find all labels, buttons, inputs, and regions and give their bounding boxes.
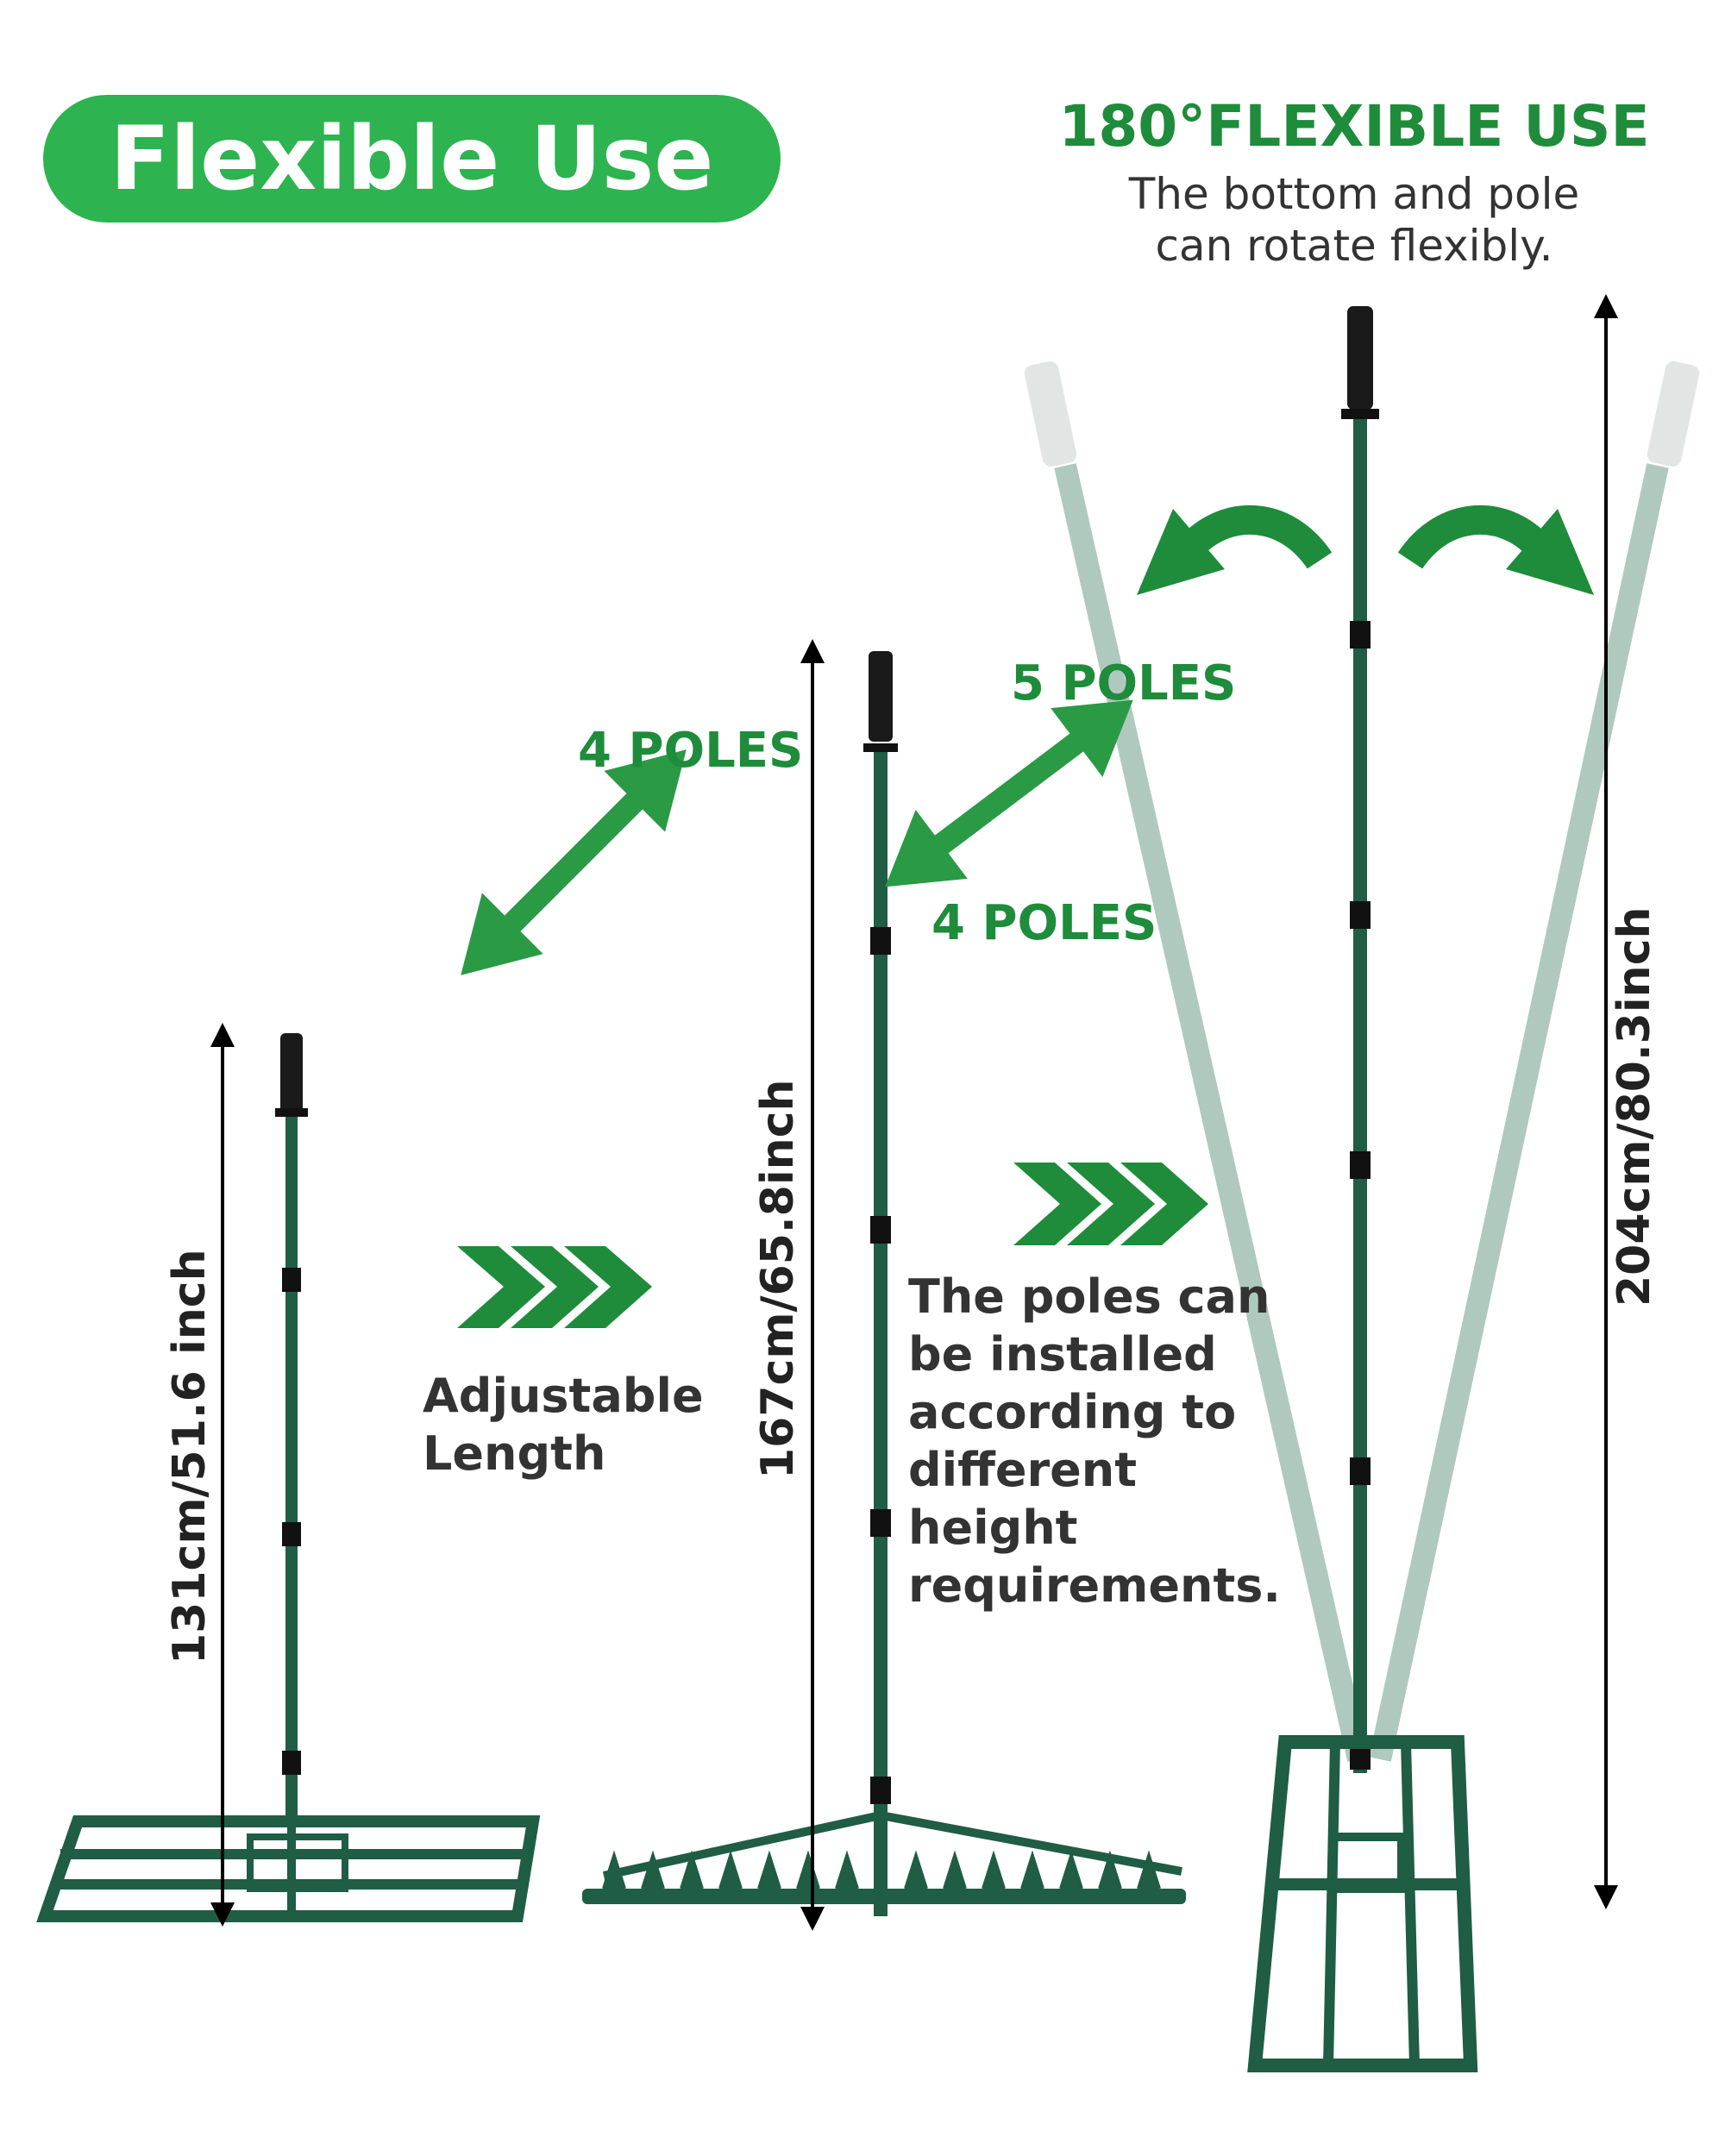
label-four-poles-right: 4 POLES [932, 895, 1157, 951]
base-bar [1401, 1741, 1420, 2066]
chevrons-install-icon [1013, 1163, 1208, 1245]
install-line4: different height [908, 1443, 1138, 1555]
grip-collar [863, 743, 898, 752]
pole-joint [870, 1216, 891, 1244]
rotation-subtitle-line1: The bottom and pole [1128, 169, 1580, 219]
install-line3: according to [908, 1385, 1237, 1439]
pole-joint [282, 1268, 301, 1292]
install-line5: requirements. [908, 1558, 1281, 1613]
handle-grip-icon [280, 1033, 303, 1115]
chevrons-adjustable-icon [457, 1246, 652, 1328]
rake-tines [602, 1850, 1161, 1890]
flexible-use-badge: Flexible Use [43, 95, 781, 222]
grip-collar [275, 1108, 308, 1117]
grip-collar [1341, 409, 1379, 419]
base-bar [1323, 1741, 1340, 2066]
pole [1353, 419, 1367, 1773]
install-line2: be installed [908, 1327, 1217, 1382]
adjustable-line2: Length [423, 1426, 606, 1481]
pole-joint [1350, 621, 1371, 649]
label-four-poles-left: 4 POLES [578, 723, 804, 779]
install-note-text: The poles can be installed according to … [908, 1268, 1288, 1614]
ghost-pole [1054, 463, 1370, 1762]
rake-bar [582, 1889, 1186, 1904]
rotation-subtitle-line2: can rotate flexibly. [1155, 221, 1553, 271]
rake-tool [582, 651, 1186, 1916]
pole-joint [1350, 1457, 1371, 1485]
label-five-poles: 5 POLES [1011, 655, 1237, 711]
rotation-subtitle: The bottom and pole can rotate flexibly. [1035, 168, 1673, 272]
adjustable-length-text: Adjustable Length [423, 1367, 704, 1482]
rotate-left-arrow-icon [1137, 505, 1333, 595]
pole-joint [870, 1509, 891, 1537]
install-line1: The poles can [908, 1269, 1270, 1324]
pole-joint [870, 1777, 891, 1804]
pole-joint [1350, 901, 1371, 929]
mount-bracket [1328, 1833, 1406, 1893]
measurement-tall: 204cm/80.3inch [1609, 906, 1660, 1307]
ghost-grip [1024, 361, 1077, 467]
pole [285, 1117, 298, 1815]
pole-joint [1350, 1151, 1371, 1179]
pole [874, 752, 888, 1916]
adjustable-line1: Adjustable [423, 1369, 704, 1423]
measurement-medium: 167cm/65.8inch [752, 1079, 804, 1479]
leveler-base [1247, 1735, 1478, 2072]
rotated-pole-left-ghost [1024, 361, 1370, 1762]
pole-joint [870, 927, 891, 955]
pole-joint [282, 1751, 301, 1775]
tall-leveler-tool [1247, 306, 1478, 2072]
ghost-grip [1647, 361, 1700, 467]
handle-grip-icon [1347, 306, 1373, 410]
rotation-title: 180°FLEXIBLE USE [1058, 93, 1650, 160]
handle-grip-icon [869, 651, 893, 742]
measurement-short: 131cm/51.6 inch [164, 1249, 216, 1664]
rotate-right-arrow-icon [1397, 505, 1594, 595]
pole-joint [282, 1522, 301, 1546]
badge-title: Flexible Use [110, 107, 714, 210]
rake-brace [602, 1810, 1182, 1880]
pole-swap-arrow-right-icon [885, 699, 1133, 887]
short-leveler-tool [36, 1033, 541, 1922]
pole-swap-arrow-left-icon [461, 749, 687, 975]
